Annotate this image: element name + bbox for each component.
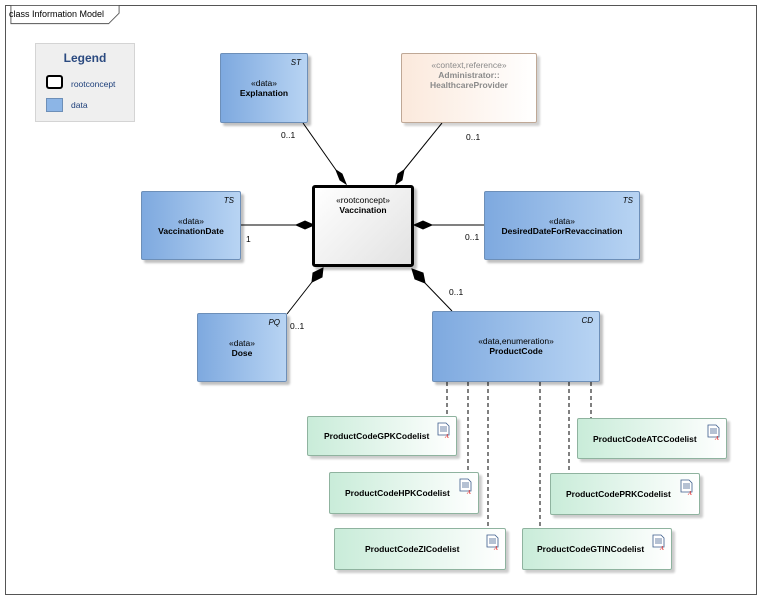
node-vaccination[interactable]: «rootconcept» Vaccination	[312, 185, 414, 267]
multiplicity-desireddate: 0..1	[465, 232, 480, 242]
class-name-line1: Administrator::	[438, 70, 500, 80]
svg-text:A: A	[659, 546, 664, 550]
multiplicity-dose: 0..1	[290, 321, 305, 331]
node-productcode[interactable]: CD «data,enumeration» ProductCode	[432, 311, 600, 382]
svg-text:A: A	[444, 434, 449, 438]
document-icon: A	[680, 479, 693, 495]
codelist-name: ProductCodePRKCodelist	[566, 489, 671, 499]
diamond-product-code	[411, 268, 426, 284]
svg-text:A: A	[714, 436, 719, 440]
frame-title-tab	[10, 5, 120, 25]
codelist-zi[interactable]: ProductCodeZICodelist A	[334, 528, 506, 570]
multiplicity-vaccinationdate: 1	[246, 234, 251, 244]
legend-label-rootconcept: rootconcept	[71, 79, 116, 89]
codelist-name: ProductCodeHPKCodelist	[345, 488, 450, 498]
legend-swatch-rootconcept	[46, 75, 63, 89]
link-administrator	[403, 122, 443, 171]
type-tag: TS	[223, 196, 234, 205]
legend-label-data: data	[71, 100, 88, 110]
node-vaccinationdate[interactable]: TS «data» VaccinationDate	[141, 191, 241, 260]
type-tag: ST	[290, 58, 301, 67]
class-name: DesiredDateForRevaccination	[501, 226, 623, 236]
diamond-explanation	[334, 168, 348, 186]
class-name: Explanation	[239, 88, 289, 98]
document-icon: A	[437, 422, 450, 438]
codelist-name: ProductCodeGPKCodelist	[324, 431, 430, 441]
link-product-code	[424, 282, 453, 312]
stereotype: «rootconcept»	[336, 195, 390, 205]
codelist-atc[interactable]: ProductCodeATCCodelist A	[577, 418, 727, 459]
node-dose[interactable]: PQ «data» Dose	[197, 313, 287, 382]
document-icon: A	[652, 534, 665, 550]
multiplicity-administrator: 0..1	[466, 132, 481, 142]
link-dose	[286, 281, 313, 315]
multiplicity-explanation: 0..1	[281, 130, 296, 140]
svg-text:A: A	[493, 546, 498, 550]
stereotype: «data»	[549, 216, 575, 226]
stereotype: «data»	[229, 338, 255, 348]
codelist-hpk[interactable]: ProductCodeHPKCodelist A	[329, 472, 479, 514]
multiplicity-productcode: 0..1	[449, 287, 464, 297]
stereotype: «data,enumeration»	[478, 336, 554, 346]
svg-text:A: A	[466, 490, 471, 494]
document-icon: A	[459, 478, 472, 494]
type-tag: TS	[622, 196, 633, 205]
composition-diamonds	[294, 168, 434, 284]
legend: Legend rootconcept data	[35, 43, 135, 122]
codelist-gpk[interactable]: ProductCodeGPKCodelist A	[307, 416, 457, 456]
class-name: ProductCode	[489, 346, 543, 356]
legend-swatch-data	[46, 98, 63, 112]
svg-text:A: A	[687, 491, 692, 495]
codelist-name: ProductCodeATCCodelist	[593, 433, 697, 444]
legend-title: Legend	[63, 51, 107, 65]
node-desireddateforrevaccination[interactable]: TS «data» DesiredDateForRevaccination	[484, 191, 640, 260]
stereotype: «context,reference»	[431, 60, 507, 70]
node-explanation[interactable]: ST «data» Explanation	[220, 53, 308, 123]
codelist-name: ProductCodeGTINCodelist	[537, 544, 645, 554]
stereotype: «data»	[178, 216, 204, 226]
node-administrator-healthcareprovider[interactable]: «context,reference» Administrator:: Heal…	[401, 53, 537, 123]
document-icon: A	[486, 534, 499, 550]
frame-title: class Information Model	[9, 9, 105, 19]
codelist-name: ProductCodeZICodelist	[365, 544, 460, 554]
type-tag: CD	[581, 316, 593, 325]
diamond-desired-date	[412, 220, 434, 230]
diamond-vaccination-date	[294, 220, 316, 230]
codelist-dependencies	[446, 382, 592, 528]
link-explanation	[302, 122, 337, 171]
document-icon: A	[707, 424, 720, 440]
codelist-prk[interactable]: ProductCodePRKCodelist A	[550, 473, 700, 515]
class-name-line2: HealthcareProvider	[430, 80, 508, 90]
stereotype: «data»	[251, 78, 277, 88]
diamond-administrator	[395, 168, 405, 186]
diamond-dose	[311, 267, 324, 283]
type-tag: PQ	[268, 318, 280, 327]
class-name: VaccinationDate	[158, 226, 224, 236]
codelist-gtin[interactable]: ProductCodeGTINCodelist A	[522, 528, 672, 570]
class-name: Vaccination	[339, 205, 387, 215]
class-name: Dose	[231, 348, 253, 358]
